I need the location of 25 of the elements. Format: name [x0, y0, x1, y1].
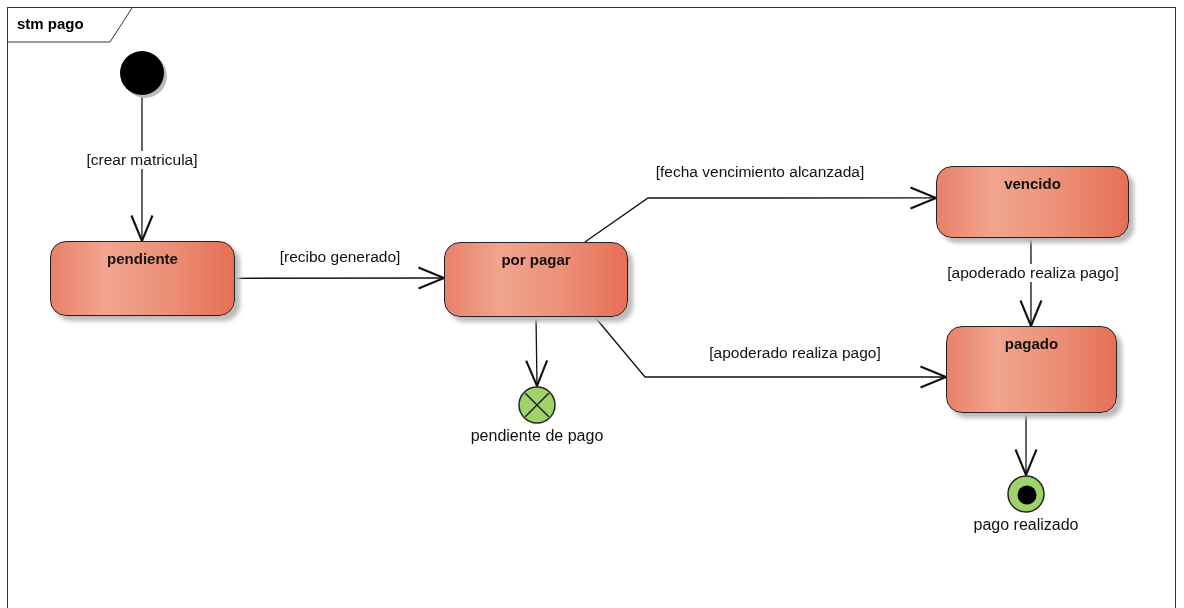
state-name: pagado	[1004, 335, 1059, 352]
state-name: pendiente	[107, 250, 178, 267]
transition-arrow	[584, 186, 938, 243]
state-name: vencido	[1004, 175, 1061, 192]
state-box	[946, 326, 1117, 413]
edge-label: [apoderado realiza pago]	[946, 264, 1120, 282]
edge-label: [crear matricula]	[85, 151, 199, 169]
transition-arrow	[1014, 412, 1038, 477]
edge-label: [recibo generado]	[278, 248, 402, 266]
transition-arrow	[594, 316, 948, 389]
state-caption: pendiente de pago	[469, 426, 605, 446]
final-state	[1007, 475, 1045, 513]
transition-arrow	[130, 95, 154, 243]
state-box	[444, 242, 628, 317]
initial-state	[119, 50, 165, 96]
edge-label: [fecha vencimiento alcanzada]	[654, 163, 866, 181]
state-box	[50, 241, 235, 316]
edge-label: [apoderado realiza pago]	[708, 344, 882, 362]
state-caption: pago realizado	[972, 515, 1080, 535]
transition-arrow	[525, 316, 549, 388]
state-box	[936, 166, 1129, 238]
state-name: por pagar	[501, 251, 571, 268]
exit-point	[518, 386, 556, 424]
frame-title: stm pago	[17, 15, 84, 32]
transition-arrow	[234, 266, 446, 290]
